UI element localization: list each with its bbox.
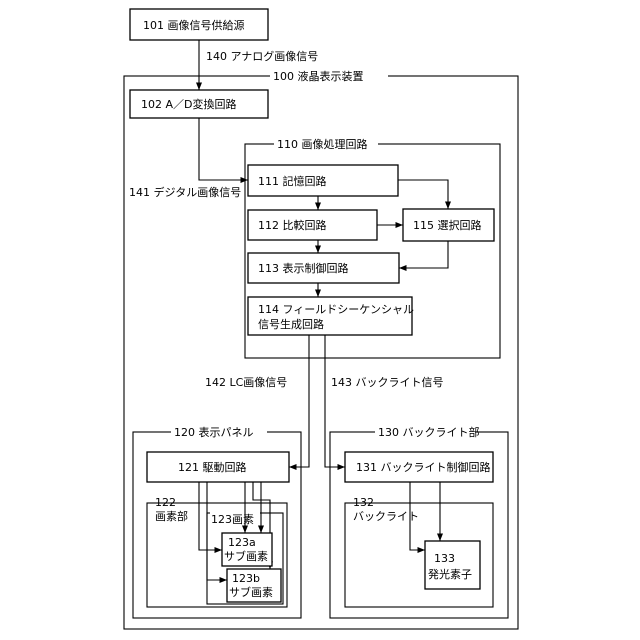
edge-fsgen-driver — [289, 335, 309, 467]
node-subpixel-a-label: サブ画素 — [224, 549, 268, 563]
edge-adc-memory — [199, 118, 248, 180]
edge-select-display — [399, 241, 448, 268]
node-led — [425, 541, 480, 589]
node-select-label: 115 選択回路 — [413, 218, 482, 232]
node-bl-control-label: 131 バックライト制御回路 — [356, 460, 491, 474]
node-driver-label: 121 駆動回路 — [178, 460, 247, 474]
node-memory-label: 111 記憶回路 — [258, 174, 327, 188]
node-fs-generator-label-2: 信号生成回路 — [258, 317, 324, 331]
node-display-control-label: 113 表示制御回路 — [258, 261, 349, 275]
node-subpixel-a-number: 123a — [228, 536, 256, 549]
node-led-number: 133 — [434, 552, 455, 565]
pixel-label: 123画素 — [211, 513, 254, 526]
edge-fsgen-blcontrol — [325, 335, 345, 467]
node-fs-generator-label-1: 114 フィールドシーケンシャル — [258, 303, 414, 316]
signal-analog-label: 140 アナログ画像信号 — [206, 49, 318, 63]
signal-bl-label: 143 バックライト信号 — [331, 376, 444, 389]
edge-memory-select — [398, 180, 448, 209]
node-led-label: 発光素子 — [428, 567, 472, 581]
node-subpixel-b-number: 123b — [232, 572, 260, 585]
node-subpixel-b-label: サブ画素 — [229, 585, 273, 599]
node-compare-label: 112 比較回路 — [258, 218, 327, 232]
node-adc-label: 102 A／D変換回路 — [141, 97, 237, 111]
signal-digital-label: 141 デジタル画像信号 — [129, 185, 241, 199]
signal-lc-label: 142 LC画像信号 — [205, 376, 287, 389]
backlight-number: 132 — [353, 496, 374, 509]
backlight-unit-label: 130 バックライト部 — [378, 425, 480, 439]
backlight-label: バックライト — [353, 510, 419, 523]
pixel-area-label: 画素部 — [155, 509, 188, 523]
panel-label: 120 表示パネル — [174, 425, 254, 439]
device-label: 100 液晶表示装置 — [273, 69, 364, 83]
pixel-area-number: 122 — [155, 496, 176, 509]
node-image-source-label: 101 画像信号供給源 — [143, 18, 245, 32]
image-proc-label: 110 画像処理回路 — [277, 138, 368, 151]
